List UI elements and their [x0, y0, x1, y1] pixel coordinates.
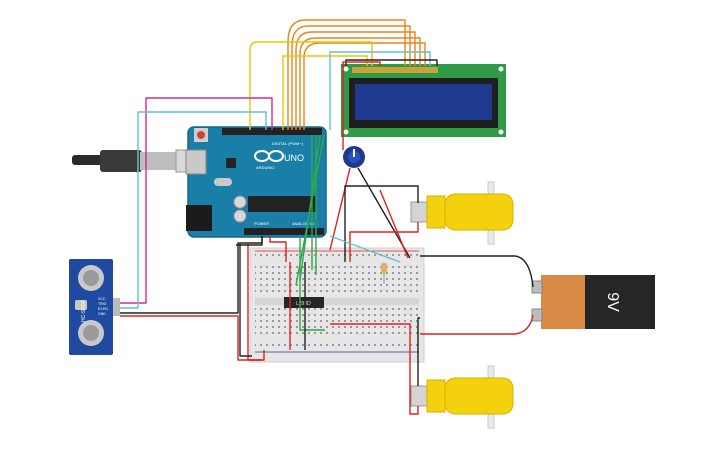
wire-green-5 — [299, 235, 325, 331]
arduino-model-text: UNO — [284, 153, 304, 163]
breadboard — [249, 247, 425, 363]
wire-sensor-echo — [120, 111, 267, 309]
lcd-display — [341, 64, 506, 137]
wire-lcd-cyan — [329, 51, 431, 130]
digital-pins-label: DIGITAL (PWM~) — [272, 141, 304, 146]
dc-motor-bottom — [410, 365, 514, 429]
wire-motor-bottom-black — [417, 317, 420, 386]
battery-9v: 9V — [531, 275, 655, 329]
wire-motor-bottom-red — [330, 323, 419, 415]
arduino-brand-text: ARDUINO — [256, 165, 274, 170]
wire-lcd-d4 — [287, 19, 406, 130]
sensor-pin-gnd: GND — [98, 312, 106, 316]
wire-lcd-d5 — [291, 25, 411, 130]
wire-motor-top-black — [344, 185, 419, 262]
sensor-pin-vcc: VCC — [98, 297, 106, 301]
driver-chip-label: L293D — [296, 301, 311, 307]
sensor-model-text: HC-SR04 — [81, 300, 87, 322]
wire-lcd-yellow-2 — [282, 55, 368, 130]
wire-sensor-vcc — [120, 315, 265, 361]
usb-jack — [185, 149, 207, 175]
wire-bb-red-2 — [247, 244, 262, 361]
wire-lcd-rs — [303, 42, 426, 130]
motor-driver-chip: L293D — [284, 297, 324, 308]
power-pins-label: POWER — [254, 221, 269, 226]
wire-lcd-d6 — [295, 31, 416, 130]
wire-battery-red — [420, 314, 534, 335]
wire-bb-cyan — [329, 235, 401, 263]
wire-motor-top-red — [349, 222, 419, 262]
ultrasonic-sensor: HC-SR04 VCC TRIG ECHO GND — [69, 259, 120, 355]
atmega-chip — [248, 196, 316, 212]
wire-lcd-gnd — [345, 59, 438, 66]
wire-lcd-en — [249, 41, 373, 130]
wire-arduino-5v — [269, 236, 287, 262]
analog-pins-label: ANALOG IN — [292, 221, 314, 226]
analog-power-header — [244, 228, 324, 235]
arduino-uno-board: ARDUINO UNO DIGITAL (PWM~) POWER ANALOG … — [185, 126, 327, 238]
wire-lcd-vcc — [342, 61, 381, 150]
wires — [120, 19, 534, 415]
usb-cable — [72, 149, 199, 173]
wire-lcd-d7 — [299, 37, 421, 130]
sensor-pin-echo: ECHO — [98, 307, 108, 311]
resistor — [381, 263, 387, 284]
dc-motor-top — [410, 181, 514, 245]
digital-header — [222, 128, 322, 135]
potentiometer — [343, 146, 365, 168]
wire-battery-black — [420, 255, 534, 288]
wire-bb-black-2 — [239, 244, 252, 357]
wire-pot-red — [329, 167, 351, 251]
power-jack — [186, 205, 212, 231]
lcd-pin-header — [352, 67, 438, 73]
sensor-pin-trig: TRIG — [98, 302, 107, 306]
wire-arduino-gnd — [236, 236, 263, 246]
wire-motor-top-red-2 — [379, 189, 409, 259]
arduino-logo — [254, 150, 284, 162]
battery-label: 9V — [604, 292, 621, 312]
